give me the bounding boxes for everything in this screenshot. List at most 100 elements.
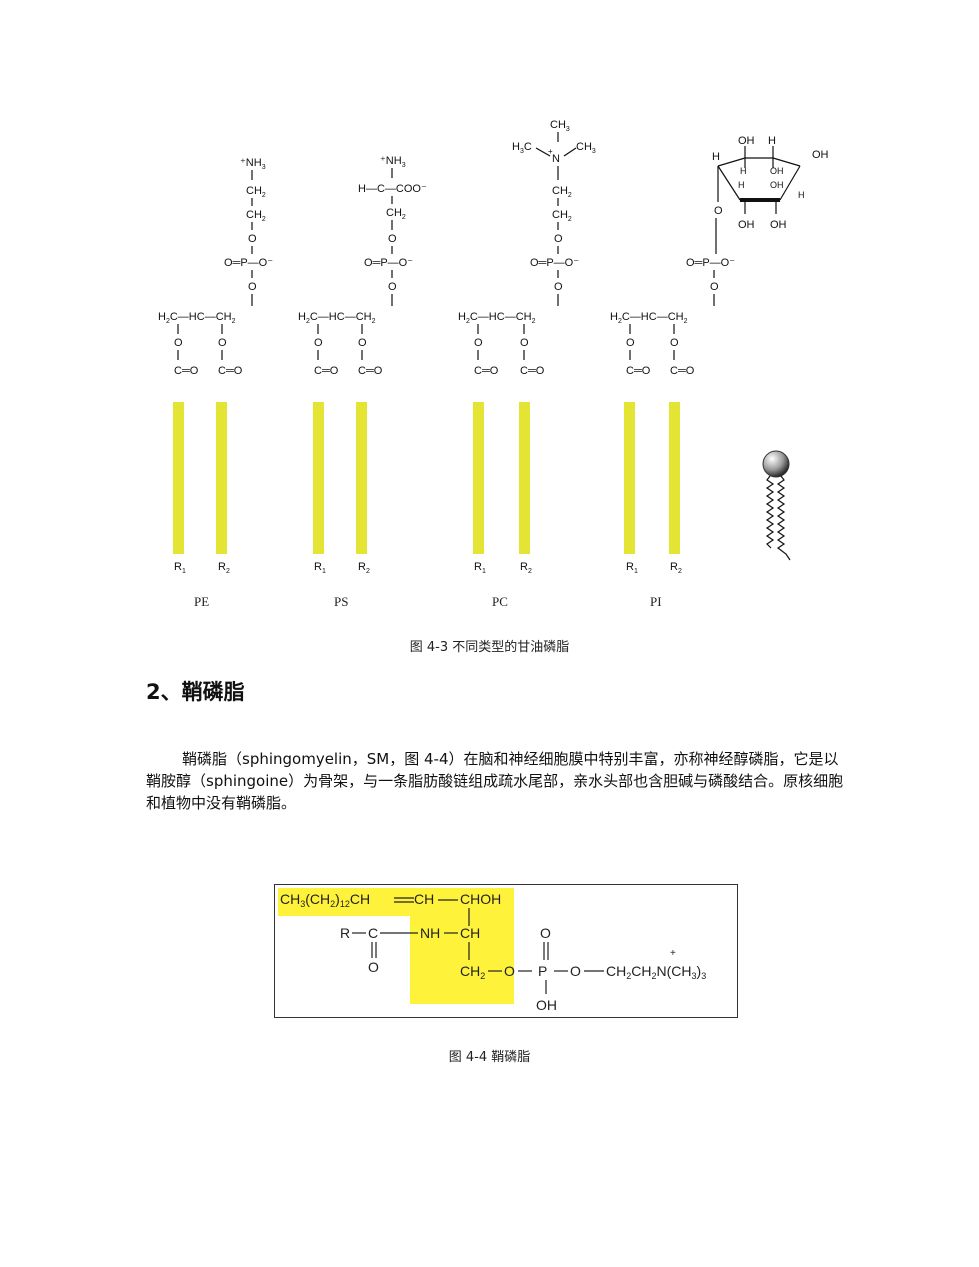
svg-text:CH2: CH2 <box>552 185 572 199</box>
svg-text:N: N <box>552 153 560 165</box>
svg-text:+: + <box>670 948 676 959</box>
sphingomyelin-diagram: CH3(CH2)12CH CH CHOH R C O NH CH CH2 O P… <box>274 884 738 1018</box>
ps-tail-r2 <box>356 402 367 554</box>
svg-text:R1: R1 <box>474 561 486 575</box>
svg-text:O: O <box>714 205 723 217</box>
inositol-ring: OH H H OH H OH H OH H OH OH O <box>712 135 829 231</box>
svg-text:CH2CH2N(CH3)3: CH2CH2N(CH3)3 <box>606 963 706 981</box>
pc-tail-r1 <box>473 402 484 554</box>
svg-text:OH: OH <box>738 135 755 147</box>
ps-structure: ⁺NH3 H—C—COO⁻ CH2 O O═P—O⁻ O H2C—HC—CH2 … <box>298 155 427 609</box>
svg-text:O═P—O⁻: O═P—O⁻ <box>224 257 273 269</box>
svg-text:O: O <box>388 281 397 293</box>
svg-text:OH: OH <box>770 180 784 190</box>
svg-text:OH: OH <box>738 219 755 231</box>
svg-text:O: O <box>554 233 563 245</box>
pi-label: PI <box>650 594 662 609</box>
svg-text:C═O: C═O <box>520 365 545 377</box>
svg-text:O═P—O⁻: O═P—O⁻ <box>530 257 579 269</box>
svg-text:O: O <box>368 959 379 975</box>
svg-text:R2: R2 <box>670 561 682 575</box>
svg-text:CH: CH <box>414 891 434 907</box>
svg-text:O: O <box>248 281 257 293</box>
svg-text:O: O <box>504 963 515 979</box>
svg-text:R2: R2 <box>520 561 532 575</box>
svg-text:O: O <box>174 337 183 349</box>
ps-tail-r1 <box>313 402 324 554</box>
svg-text:O═P—O⁻: O═P—O⁻ <box>686 257 735 269</box>
svg-text:O: O <box>388 233 397 245</box>
svg-text:H3C: H3C <box>512 141 532 155</box>
svg-text:OH: OH <box>770 219 787 231</box>
svg-text:C: C <box>368 925 378 941</box>
svg-text:C═O: C═O <box>626 365 651 377</box>
svg-text:H: H <box>712 151 720 163</box>
svg-text:CH2: CH2 <box>246 185 266 199</box>
svg-text:P: P <box>538 963 547 979</box>
svg-text:C═O: C═O <box>474 365 499 377</box>
figure-4-4-caption: 图 4-4 鞘磷脂 <box>448 1050 531 1065</box>
svg-text:CH2: CH2 <box>386 207 406 221</box>
svg-text:H2C—HC—CH2: H2C—HC—CH2 <box>458 311 536 325</box>
svg-text:C═O: C═O <box>358 365 383 377</box>
svg-text:C═O: C═O <box>218 365 243 377</box>
svg-text:OH: OH <box>812 149 829 161</box>
svg-text:R1: R1 <box>314 561 326 575</box>
svg-text:C═O: C═O <box>174 365 199 377</box>
svg-text:CH: CH <box>460 925 480 941</box>
svg-text:O: O <box>570 963 581 979</box>
svg-text:O: O <box>554 281 563 293</box>
svg-text:O: O <box>358 337 367 349</box>
figure-4-3-caption: 图 4-3 不同类型的甘油磷脂 <box>409 640 570 655</box>
glycerophospholipid-diagram: ⁺NH3 CH2 CH2 O O═P—O⁻ O H2C—HC—CH2 O O C… <box>158 119 829 609</box>
svg-text:H: H <box>738 180 745 190</box>
svg-text:O: O <box>520 337 529 349</box>
svg-text:O: O <box>314 337 323 349</box>
svg-text:CH2: CH2 <box>246 209 266 223</box>
svg-text:O: O <box>710 281 719 293</box>
svg-text:CH2: CH2 <box>460 963 485 981</box>
svg-text:H—C—COO⁻: H—C—COO⁻ <box>358 183 427 195</box>
svg-text:H2C—HC—CH2: H2C—HC—CH2 <box>610 311 688 325</box>
paragraph-text: 鞘磷脂（sphingomyelin，SM，图 4-4）在脑和神经细胞膜中特别丰富… <box>146 750 844 812</box>
pe-label: PE <box>194 594 209 609</box>
svg-text:O: O <box>248 233 257 245</box>
svg-text:H2C—HC—CH2: H2C—HC—CH2 <box>158 311 236 325</box>
svg-text:R2: R2 <box>218 561 230 575</box>
svg-text:O: O <box>218 337 227 349</box>
ps-label: PS <box>334 594 348 609</box>
svg-text:⁺NH3: ⁺NH3 <box>380 155 406 169</box>
section-paragraph: 鞘磷脂（sphingomyelin，SM，图 4-4）在脑和神经细胞膜中特别丰富… <box>146 748 846 814</box>
pi-tail-r1 <box>624 402 635 554</box>
svg-text:⁺NH3: ⁺NH3 <box>240 157 266 171</box>
section-heading: 2、鞘磷脂 <box>146 680 245 704</box>
pi-tail-r2 <box>669 402 680 554</box>
svg-text:OH: OH <box>770 166 784 176</box>
svg-text:O═P—O⁻: O═P—O⁻ <box>364 257 413 269</box>
pe-tail-r2 <box>216 402 227 554</box>
svg-text:C═O: C═O <box>670 365 695 377</box>
svg-text:NH: NH <box>420 925 440 941</box>
svg-text:O: O <box>626 337 635 349</box>
svg-text:R2: R2 <box>358 561 370 575</box>
svg-text:CH2: CH2 <box>552 209 572 223</box>
svg-text:CH3(CH2)12CH: CH3(CH2)12CH <box>280 891 370 909</box>
svg-text:H: H <box>798 190 805 200</box>
svg-text:OH: OH <box>536 997 557 1013</box>
svg-text:H: H <box>740 166 747 176</box>
svg-text:O: O <box>670 337 679 349</box>
svg-text:CH3: CH3 <box>550 119 570 133</box>
svg-text:R: R <box>340 925 350 941</box>
pc-label: PC <box>492 594 508 609</box>
svg-text:CHOH: CHOH <box>460 891 501 907</box>
svg-text:R1: R1 <box>174 561 186 575</box>
phospholipid-symbol-icon <box>762 450 791 561</box>
svg-text:O: O <box>540 925 551 941</box>
pc-tail-r2 <box>519 402 530 554</box>
pi-structure: OH H H OH H OH H OH H OH OH O O═P—O⁻ <box>610 135 829 609</box>
svg-text:R1: R1 <box>626 561 638 575</box>
svg-text:O: O <box>474 337 483 349</box>
pc-structure: CH3 H3C N + CH3 CH2 CH2 O O═P—O⁻ O H2C—H… <box>458 119 596 609</box>
svg-text:CH3: CH3 <box>576 141 596 155</box>
svg-text:H2C—HC—CH2: H2C—HC—CH2 <box>298 311 376 325</box>
